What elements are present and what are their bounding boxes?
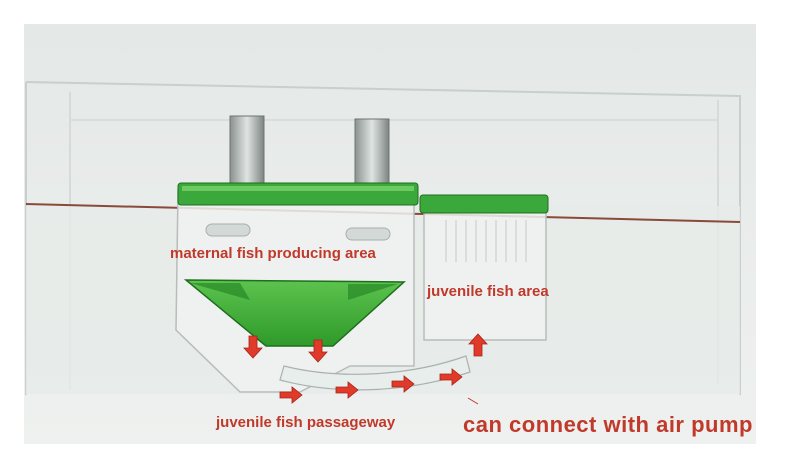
arrow-down-left — [243, 335, 263, 359]
label-maternal-area: maternal fish producing area — [170, 245, 376, 262]
arrow-down-right — [308, 339, 328, 363]
arrow-right-4 — [439, 368, 463, 386]
arrow-right-2 — [335, 381, 359, 399]
air-pump-pointer — [467, 397, 479, 405]
vent-slot-right — [345, 227, 391, 241]
vent-slot-left — [205, 223, 251, 237]
juvenile-lid — [419, 194, 549, 214]
arrow-right-1 — [279, 386, 303, 404]
metal-clip-left — [229, 115, 265, 193]
label-air-pump: can connect with air pump — [463, 412, 753, 437]
juvenile-box — [423, 195, 547, 341]
label-passageway: juvenile fish passageway — [216, 414, 396, 431]
arrow-right-3 — [391, 375, 415, 393]
flow-arrows — [243, 333, 488, 404]
arrow-up — [468, 333, 488, 357]
label-juvenile-area: juvenile fish area — [427, 283, 549, 300]
juvenile-grille — [445, 220, 527, 262]
metal-clip-right — [354, 118, 390, 193]
